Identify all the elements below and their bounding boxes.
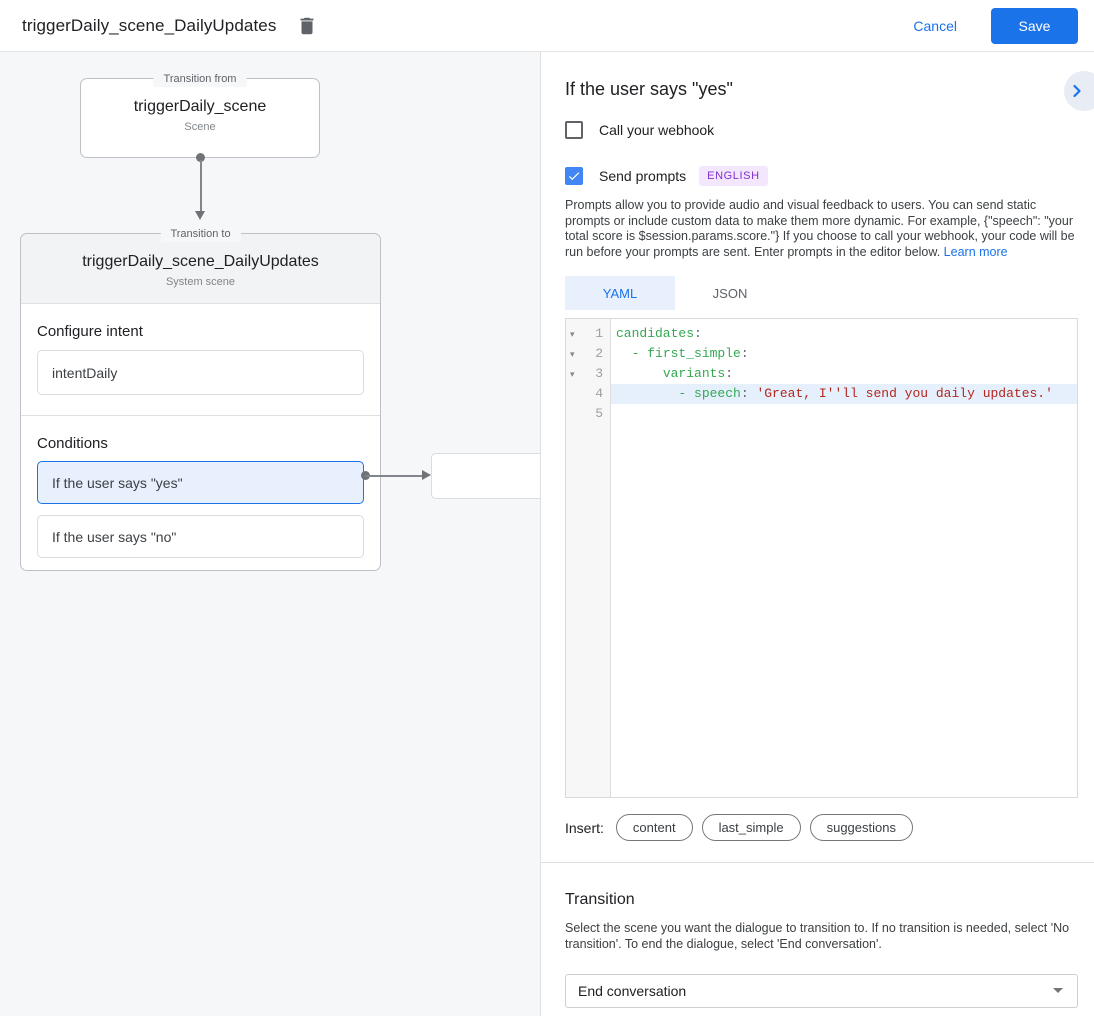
scene-diagram-canvas: Transition from triggerDaily_scene Scene…: [0, 52, 541, 1016]
panel-divider: [541, 862, 1094, 864]
line-number: 5: [595, 406, 603, 422]
call-webhook-checkbox[interactable]: [565, 121, 583, 139]
connector-line-vertical: [200, 160, 202, 212]
code-line[interactable]: [611, 404, 1077, 424]
insert-chip-content[interactable]: content: [615, 814, 693, 842]
code-line[interactable]: - speech: 'Great, I''ll send you daily u…: [611, 384, 1077, 405]
transition-description: Select the scene you want the dialogue t…: [565, 921, 1070, 951]
condition-editor-panel: If the user says "yes" Call your webhook…: [541, 52, 1094, 1016]
condition-item[interactable]: If the user says "yes": [37, 461, 364, 504]
transition-from-node[interactable]: Transition from triggerDaily_scene Scene: [80, 71, 320, 158]
editor-gutter: ▾ 1 ▾ 2 ▾ 3 4 5: [566, 319, 611, 798]
panel-title: If the user says "yes": [565, 79, 733, 99]
to-scene-title: triggerDaily_scene_DailyUpdates: [82, 253, 319, 270]
transition-to-legend: Transition to: [160, 226, 241, 242]
code-line[interactable]: variants:: [662, 366, 734, 382]
transition-from-legend: Transition from: [153, 71, 247, 87]
connector-line-horizontal: [365, 475, 423, 477]
call-webhook-label: Call your webhook: [599, 122, 715, 138]
delete-scene-button[interactable]: [293, 12, 321, 40]
save-button[interactable]: Save: [991, 7, 1078, 44]
from-scene-title: triggerDaily_scene: [133, 98, 267, 115]
to-scene-subtitle: System scene: [165, 276, 236, 288]
fold-arrow-icon[interactable]: ▾: [570, 349, 575, 360]
code-line[interactable]: - first_simple:: [631, 346, 749, 362]
top-bar: triggerDaily_scene_DailyUpdates Cancel S…: [0, 0, 1094, 52]
connector-arrowhead-right: [422, 470, 431, 480]
connector-dot: [196, 153, 205, 162]
line-number: 2: [595, 346, 603, 362]
insert-label: Insert:: [565, 819, 604, 836]
yaml-code-editor[interactable]: ▾ 1 ▾ 2 ▾ 3 4 5 candidates: - first_simple: var…: [565, 318, 1078, 799]
prompts-description: Prompts allow you to provide audio and v…: [565, 198, 1075, 259]
chevron-right-icon: [1067, 81, 1087, 101]
intent-value: intentDaily: [52, 364, 118, 381]
fold-arrow-icon[interactable]: ▾: [570, 329, 575, 340]
line-number: 4: [595, 386, 603, 402]
insert-chips: content last_simple suggestions: [615, 814, 922, 842]
conditions-label: Conditions: [37, 435, 108, 452]
connector-arrowhead-down: [195, 211, 205, 220]
transition-to-node: Transition to triggerDaily_scene_DailyUp…: [20, 226, 381, 571]
learn-more-link[interactable]: Learn more: [943, 244, 1008, 259]
tab-yaml[interactable]: YAML: [565, 276, 675, 311]
line-number: 3: [595, 366, 603, 382]
intent-item[interactable]: intentDaily: [37, 350, 364, 395]
condition-item[interactable]: If the user says "no": [37, 515, 364, 558]
line-number: 1: [595, 326, 603, 342]
tab-json[interactable]: JSON: [712, 285, 748, 301]
trash-icon: [296, 15, 318, 37]
code-line[interactable]: candidates:: [616, 326, 702, 342]
editor-tabs: YAML JSON: [565, 276, 1078, 311]
scene-node-header[interactable]: triggerDaily_scene_DailyUpdates System s…: [21, 234, 380, 304]
transition-target-node[interactable]: [431, 453, 540, 499]
transition-section-title: Transition: [565, 891, 635, 909]
send-prompts-label: Send prompts: [599, 168, 687, 184]
node-divider: [21, 415, 380, 416]
page-title: triggerDaily_scene_DailyUpdates: [22, 15, 277, 35]
transition-select[interactable]: End conversation: [565, 973, 1078, 1008]
cancel-button[interactable]: Cancel: [913, 17, 957, 34]
editor-code[interactable]: candidates: - first_simple: variants: - …: [611, 319, 1077, 797]
fold-arrow-icon[interactable]: ▾: [570, 369, 575, 380]
send-prompts-checkbox[interactable]: [565, 167, 583, 185]
insert-chip-suggestions[interactable]: suggestions: [809, 814, 913, 842]
from-scene-subtitle: Scene: [184, 121, 216, 133]
conditions-list: If the user says "yes" If the user says "…: [37, 461, 364, 558]
insert-chip-last_simple[interactable]: last_simple: [701, 814, 801, 842]
language-badge: ENGLISH: [699, 166, 768, 186]
caret-down-icon: [1053, 988, 1063, 994]
transition-selected-value: End conversation: [578, 982, 687, 999]
check-icon: [567, 169, 581, 183]
configure-intent-label: Configure intent: [37, 323, 143, 340]
collapse-panel-button[interactable]: [1064, 71, 1094, 111]
